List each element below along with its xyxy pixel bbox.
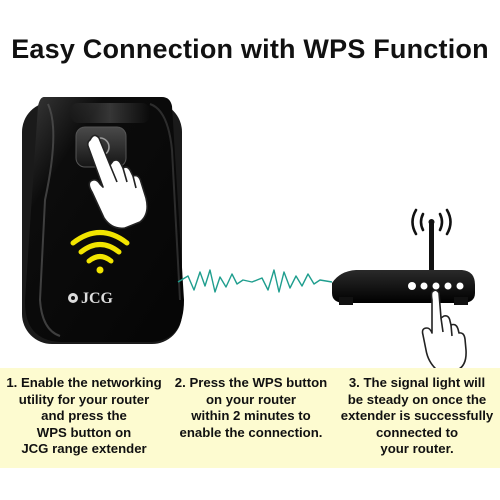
wps-illustration: JCG [22, 97, 475, 370]
router-device [332, 208, 475, 305]
signal-wave [177, 269, 333, 293]
step-3-line: connected to [375, 424, 459, 440]
step-1-line: 1. Enable the networking [6, 375, 162, 390]
step-1-line: JCG range extender [21, 441, 147, 457]
wifi-signal-icon [70, 230, 130, 274]
step-2-line: on your router [205, 391, 297, 407]
step-2-text: 2. Press the WPS button on your router w… [168, 375, 334, 441]
pointing-hand-icon [86, 134, 148, 230]
range-extender-device: JCG [22, 97, 184, 344]
step-2-line: 2. Press the WPS button [174, 375, 328, 390]
step-1-line: and press the [41, 408, 127, 424]
step-3-line: be steady on once the [347, 391, 487, 407]
step-1-text: 1. Enable the networking utility for you… [0, 375, 168, 458]
pointing-hand-icon [421, 289, 467, 370]
step-3-line: 3. The signal light will [348, 375, 486, 390]
brand-logo: JCG [68, 290, 114, 307]
step-1-line: utility for your router [18, 391, 150, 407]
router-wps-button[interactable] [408, 282, 416, 290]
page-title: Easy Connection with WPS Function [11, 34, 489, 64]
svg-text:JCG: JCG [81, 290, 114, 307]
step-3-line: extender is successfully [340, 408, 494, 424]
instruction-panel: 1. Enable the networking utility for you… [0, 368, 500, 468]
step-3-line: your router. [380, 441, 454, 457]
step-2-line: enable the connection. [179, 424, 323, 440]
step-1-line: WPS button on [36, 424, 132, 440]
step-3-text: 3. The signal light will be steady on on… [334, 375, 500, 458]
step-2-line: within 2 minutes to [191, 408, 311, 424]
